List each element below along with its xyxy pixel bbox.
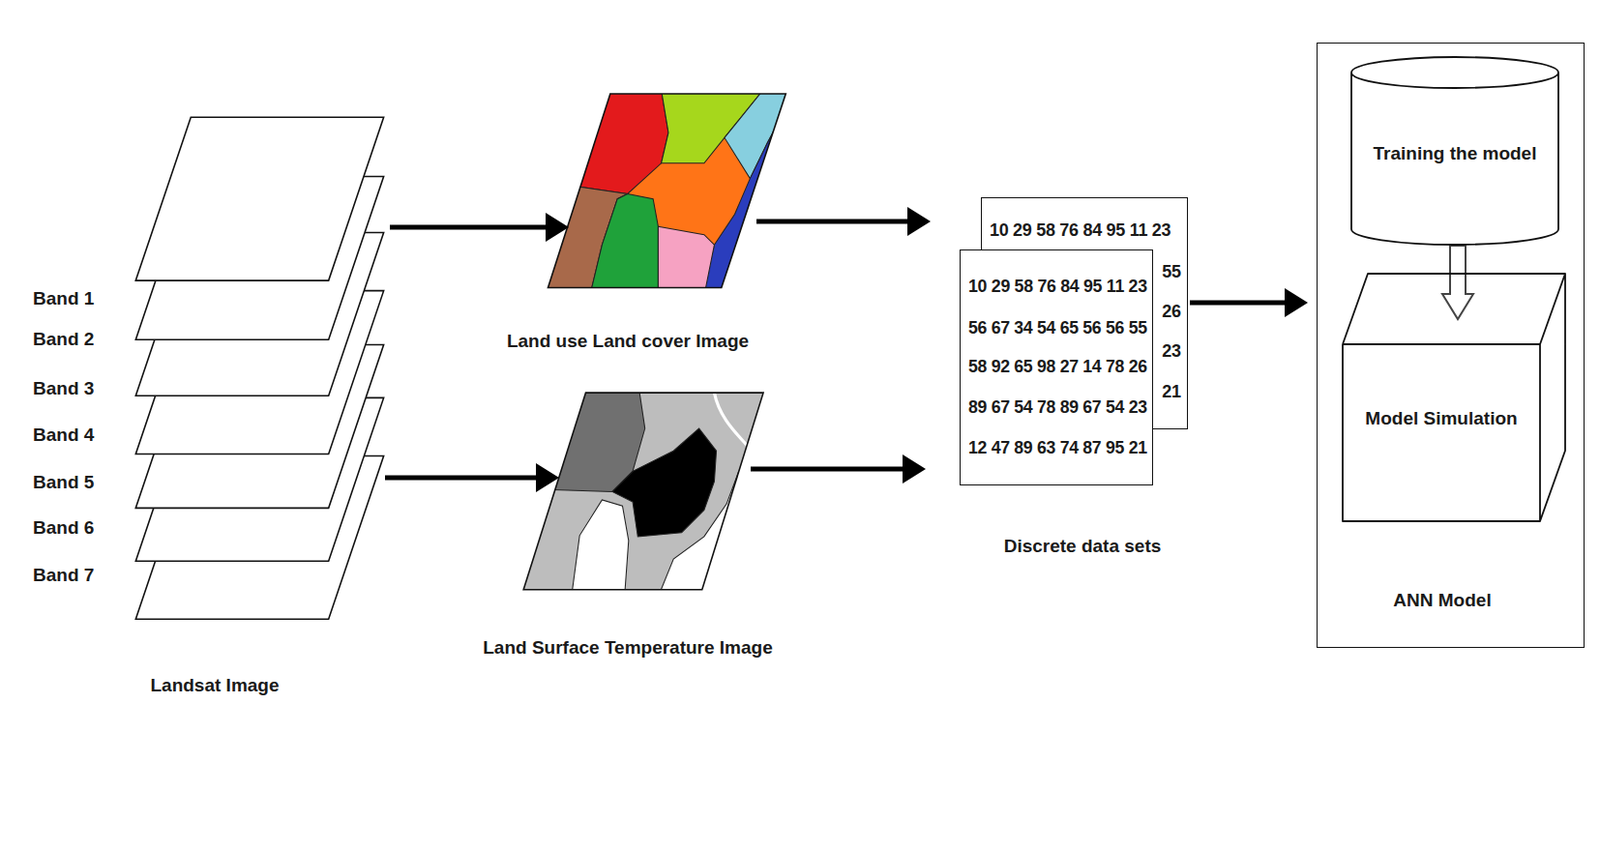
band-label: Band 7 <box>32 564 94 587</box>
data-table-front: 10 29 58 76 84 95 11 23 56 67 34 54 65 56… <box>959 249 1154 486</box>
band-label: Band 3 <box>32 378 94 400</box>
data-value: 12 47 89 63 74 87 95 21 <box>968 438 1148 459</box>
hollow-arrow <box>1442 245 1474 320</box>
data-value: 58 92 65 98 27 14 78 26 <box>968 356 1148 378</box>
flow-arrow <box>1189 288 1308 318</box>
flow-arrow <box>750 454 926 484</box>
lst-outline <box>523 392 764 591</box>
lulc-outline <box>547 93 786 288</box>
data-value: 10 29 58 76 84 95 11 23 <box>968 276 1148 297</box>
data-value: 23 <box>1161 341 1181 362</box>
cube-outline <box>1342 273 1566 522</box>
band-label: Band 6 <box>32 517 94 539</box>
lst-image: Land Surface Temperature Image <box>463 390 793 662</box>
flow-arrow <box>389 212 569 242</box>
data-value: 26 <box>1161 301 1181 323</box>
flow-arrow <box>385 463 560 493</box>
caption-text: ANN Model <box>1392 590 1491 612</box>
band-label: Band 2 <box>32 328 94 351</box>
band-label: Band 4 <box>32 424 94 446</box>
caption-text: Discrete data sets <box>1004 535 1162 558</box>
simulation-box: Model Simulation <box>1342 273 1566 522</box>
ann-model-box: ANN Model Training the modelModel Simulat… <box>1316 42 1585 649</box>
landsat-stack: Landsat Image <box>130 114 390 707</box>
lst-map <box>515 387 776 597</box>
band-plates <box>135 117 384 620</box>
lulc-image: Land use Land cover Image <box>482 91 773 356</box>
data-value: 55 <box>1161 262 1181 283</box>
caption-text: Land use Land cover Image <box>506 330 749 353</box>
caption-text: Land Surface Temperature Image <box>482 637 773 659</box>
data-value: 10 29 58 76 84 95 11 23 <box>989 220 1171 241</box>
caption-text: Model Simulation <box>1364 408 1517 430</box>
data-value: 89 67 54 78 89 67 54 23 <box>968 397 1148 418</box>
data-value: 21 <box>1161 382 1181 403</box>
band-label: Band 1 <box>32 288 94 310</box>
training-cylinder: Training the model <box>1350 56 1560 246</box>
lulc-map <box>540 89 797 297</box>
flow-arrow <box>756 207 931 237</box>
band-label: Band 5 <box>32 472 94 494</box>
caption-text: Landsat Image <box>149 675 279 697</box>
caption-text: Training the model <box>1373 143 1538 165</box>
data-value: 56 67 34 54 65 56 56 55 <box>968 318 1148 339</box>
